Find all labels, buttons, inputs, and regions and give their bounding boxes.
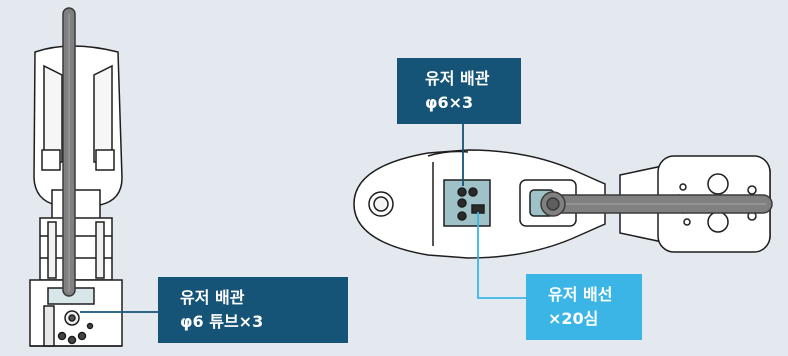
callout-user-piping-front-line1: 유저 배관	[180, 288, 245, 307]
top-connector-panel	[443, 179, 491, 227]
callout-user-wiring-top-line1: 유저 배선	[548, 285, 613, 304]
robot-front-view	[29, 7, 123, 347]
leader-lines	[80, 124, 526, 313]
robot-top-view	[353, 149, 773, 259]
callout-user-piping-top: 유저 배관 φ6×3	[397, 58, 521, 124]
callout-user-piping-top-line2: φ6×3	[425, 93, 474, 112]
callout-user-piping-top-line1: 유저 배관	[425, 69, 490, 88]
callout-user-wiring-top: 유저 배선 ×20심	[526, 274, 642, 340]
callout-user-wiring-top-line2: ×20심	[548, 309, 599, 328]
leader-wiring-top	[477, 212, 526, 299]
callout-user-piping-front: 유저 배관 φ6 튜브×3	[158, 277, 348, 343]
front-joint-block	[51, 189, 101, 221]
callout-user-piping-front-line2: φ6 튜브×3	[180, 312, 264, 331]
